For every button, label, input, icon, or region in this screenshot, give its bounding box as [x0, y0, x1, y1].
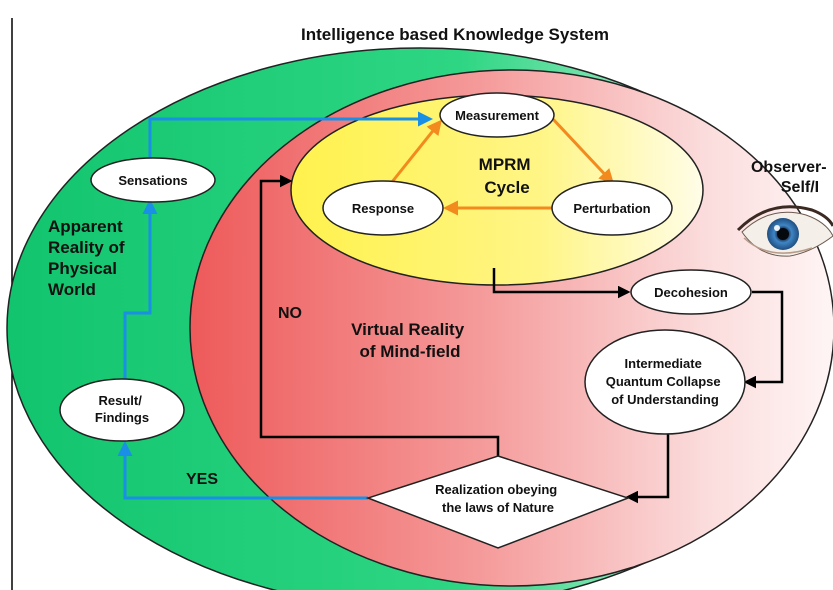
node-perturbation: Perturbation: [551, 180, 673, 236]
outer-region-label: Apparent Reality of Physical World: [48, 217, 129, 299]
node-decohesion-label: Decohesion: [654, 285, 728, 300]
node-perturbation-label: Perturbation: [573, 201, 650, 216]
node-result-label: Result/ Findings: [95, 393, 149, 425]
node-measurement: Measurement: [439, 92, 555, 138]
diagram-title: Intelligence based Knowledge System: [301, 25, 609, 44]
arrow-response-to-measurement: [390, 119, 442, 183]
arrow-result-to-sensations: [123, 199, 158, 380]
node-response: Response: [322, 180, 444, 236]
edge-label-yes: YES: [186, 471, 218, 488]
arrow-measurement-to-perturbation: [550, 116, 615, 185]
inner-region-label: Virtual Reality of Mind-field: [351, 320, 469, 361]
edge-label-no: NO: [278, 305, 302, 322]
node-realization: Realization obeying the laws of Nature: [365, 455, 631, 549]
cycle-label: MPRM Cycle: [479, 155, 536, 197]
arrow-realization-to-cycle: [259, 174, 500, 458]
arrow-cycle-to-decohesion: [492, 268, 631, 299]
node-result-findings: Result/ Findings: [59, 378, 185, 442]
arrow-collapse-to-realization: [625, 433, 670, 504]
arrow-decohesion-to-collapse: [743, 290, 784, 389]
node-quantum-collapse: Intermediate Quantum Collapse of Underst…: [584, 329, 746, 435]
node-decohesion: Decohesion: [630, 269, 752, 315]
node-sensations: Sensations: [90, 157, 216, 203]
arrow-sensations-to-measurement: [148, 111, 433, 168]
observer-label: Observer- Self/I: [751, 159, 831, 196]
node-measurement-label: Measurement: [455, 108, 539, 123]
node-realization-label: Realization obeying the laws of Nature: [435, 482, 561, 515]
eye-icon: [736, 205, 833, 257]
arrow-realization-to-result: [117, 441, 368, 500]
node-response-label: Response: [352, 201, 414, 216]
node-sensations-label: Sensations: [118, 173, 187, 188]
node-collapse-label: Intermediate Quantum Collapse of Underst…: [606, 356, 724, 407]
